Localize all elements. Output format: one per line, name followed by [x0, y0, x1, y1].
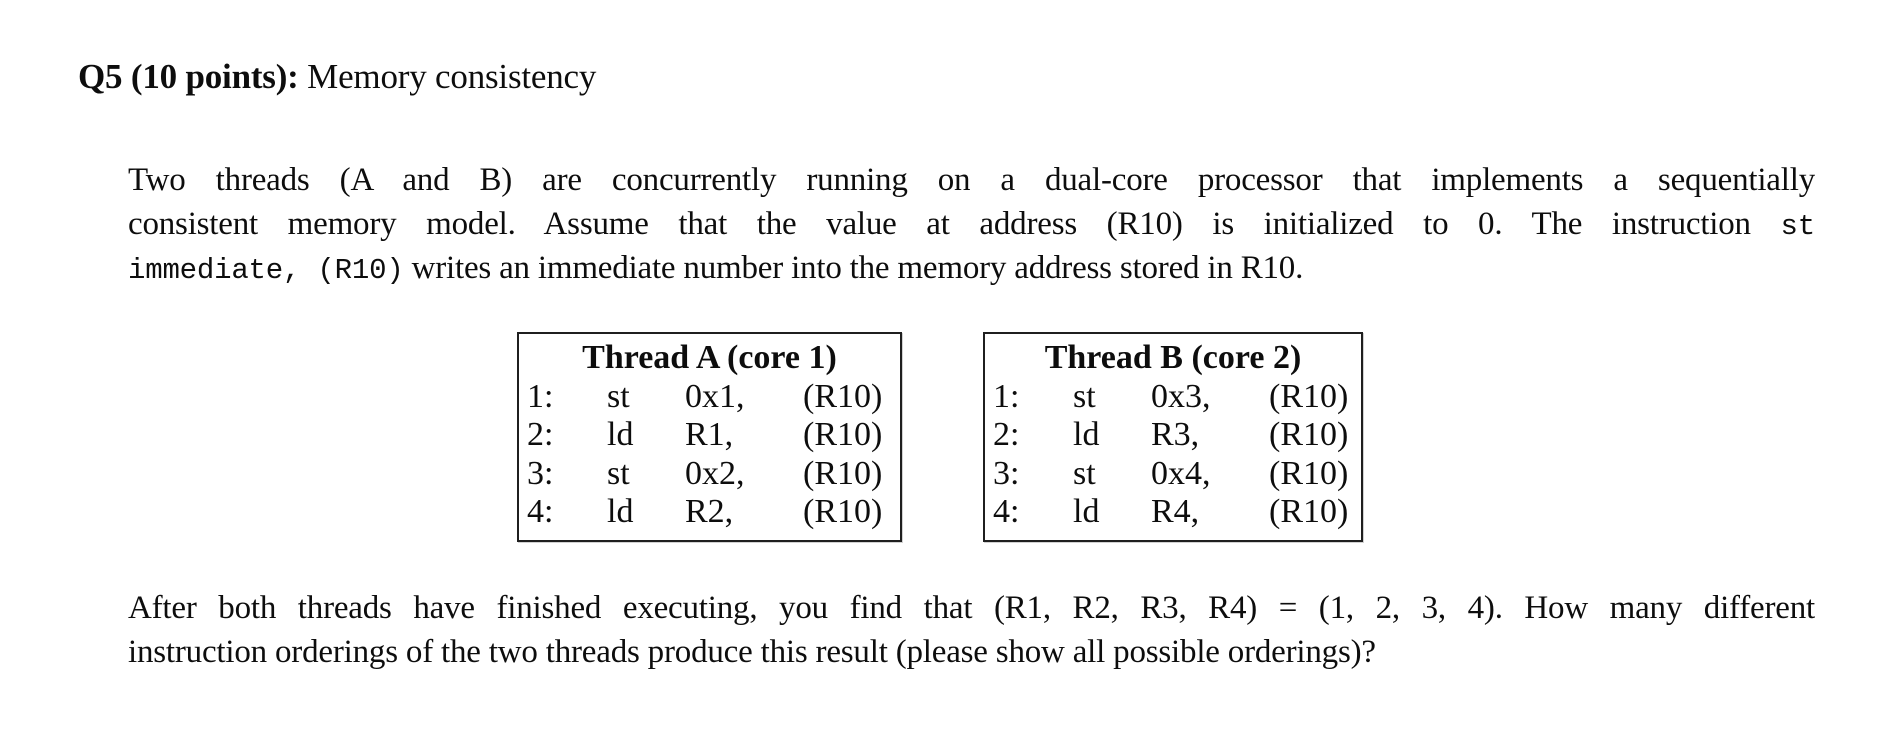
instruction-cell: 3: — [527, 454, 554, 492]
instruction-cell: R3, — [1151, 416, 1200, 453]
table-title: Thread A (core 1) — [582, 339, 837, 376]
instruction-cell: (R10) — [1269, 377, 1349, 415]
code-text: st — [1780, 210, 1815, 243]
thread-a-table: Thread A (core 1) 1: st 0x1, (R10) 2: ld R1, (R… — [517, 332, 902, 542]
thread-b-table: Thread B (core 2) 1: st 0x3, (R10) 2: ld R3, (R… — [983, 332, 1363, 542]
instruction-cell: R4, — [1151, 493, 1200, 530]
instruction-cell: st — [607, 454, 630, 492]
instruction-row: 3: st 0x4, (R10) — [993, 455, 1361, 494]
instruction-cell: 0x3, — [1151, 377, 1211, 415]
table-title: Thread B (core 2) — [1044, 339, 1302, 376]
text-line: immediate, (R10) writes an immediate num… — [128, 246, 1815, 290]
instruction-cell: (R10) — [803, 493, 883, 530]
instruction-cell: (R10) — [1269, 454, 1349, 492]
instruction-cell: 2: — [527, 416, 554, 453]
instruction-cell: 0x2, — [685, 454, 745, 492]
instruction-cell: (R10) — [1269, 416, 1349, 453]
instruction-cell: (R10) — [1269, 493, 1349, 530]
code-text: immediate, (R10) — [128, 254, 404, 287]
instruction-cell: 1: — [527, 377, 554, 415]
text-line: instruction orderings of the two threads… — [128, 630, 1815, 674]
instruction-cell: R1, — [685, 416, 734, 453]
instruction-cell: st — [607, 377, 630, 415]
question-title: Memory consistency — [298, 57, 597, 96]
instruction-row: 4: ld R4, (R10) — [993, 493, 1361, 532]
instruction-cell: (R10) — [803, 454, 883, 492]
instruction-row: 1: st 0x3, (R10) — [993, 378, 1361, 417]
instruction-row: 3: st 0x2, (R10) — [527, 455, 900, 494]
body-text: writes an immediate number into the memo… — [403, 250, 1304, 286]
instruction-cell: 4: — [993, 493, 1020, 530]
instruction-cell: ld — [607, 416, 634, 453]
body-text: After both threads have finished executi… — [128, 590, 1815, 626]
instruction-cell: 3: — [993, 454, 1020, 492]
instruction-row: 4: ld R2, (R10) — [527, 493, 900, 532]
instruction-cell: 0x4, — [1151, 454, 1211, 492]
instruction-row: 2: ld R1, (R10) — [527, 416, 900, 455]
instruction-cell: st — [1073, 454, 1096, 492]
question-paragraph: After both threads have finished executi… — [128, 586, 1815, 674]
body-text: instruction orderings of the two threads… — [128, 634, 1376, 670]
instruction-cell: ld — [1073, 416, 1100, 453]
instruction-cell: (R10) — [803, 416, 883, 453]
intro-paragraph: Two threads (A and B) are concurrently r… — [128, 158, 1815, 290]
instruction-cell: 1: — [993, 377, 1020, 415]
instruction-cell: R2, — [685, 493, 734, 530]
instruction-cell: st — [1073, 377, 1096, 415]
instruction-row: 2: ld R3, (R10) — [993, 416, 1361, 455]
instruction-row: 1: st 0x1, (R10) — [527, 378, 900, 417]
instruction-cell: (R10) — [803, 377, 883, 415]
instruction-cell: ld — [1073, 493, 1100, 530]
instruction-cell: 0x1, — [685, 377, 745, 415]
instruction-cell: 4: — [527, 493, 554, 530]
text-line: consistent memory model. Assume that the… — [128, 202, 1815, 246]
instruction-cell: 2: — [993, 416, 1020, 453]
instruction-cell: ld — [607, 493, 634, 530]
text-line: Two threads (A and B) are concurrently r… — [128, 158, 1815, 202]
text-line: After both threads have finished executi… — [128, 586, 1815, 630]
question-heading: Q5 (10 points): Memory consistency — [78, 55, 596, 99]
body-text: consistent memory model. Assume that the… — [128, 206, 1781, 242]
body-text: Two threads (A and B) are concurrently r… — [128, 162, 1815, 198]
question-number: Q5 (10 points): — [78, 57, 299, 96]
